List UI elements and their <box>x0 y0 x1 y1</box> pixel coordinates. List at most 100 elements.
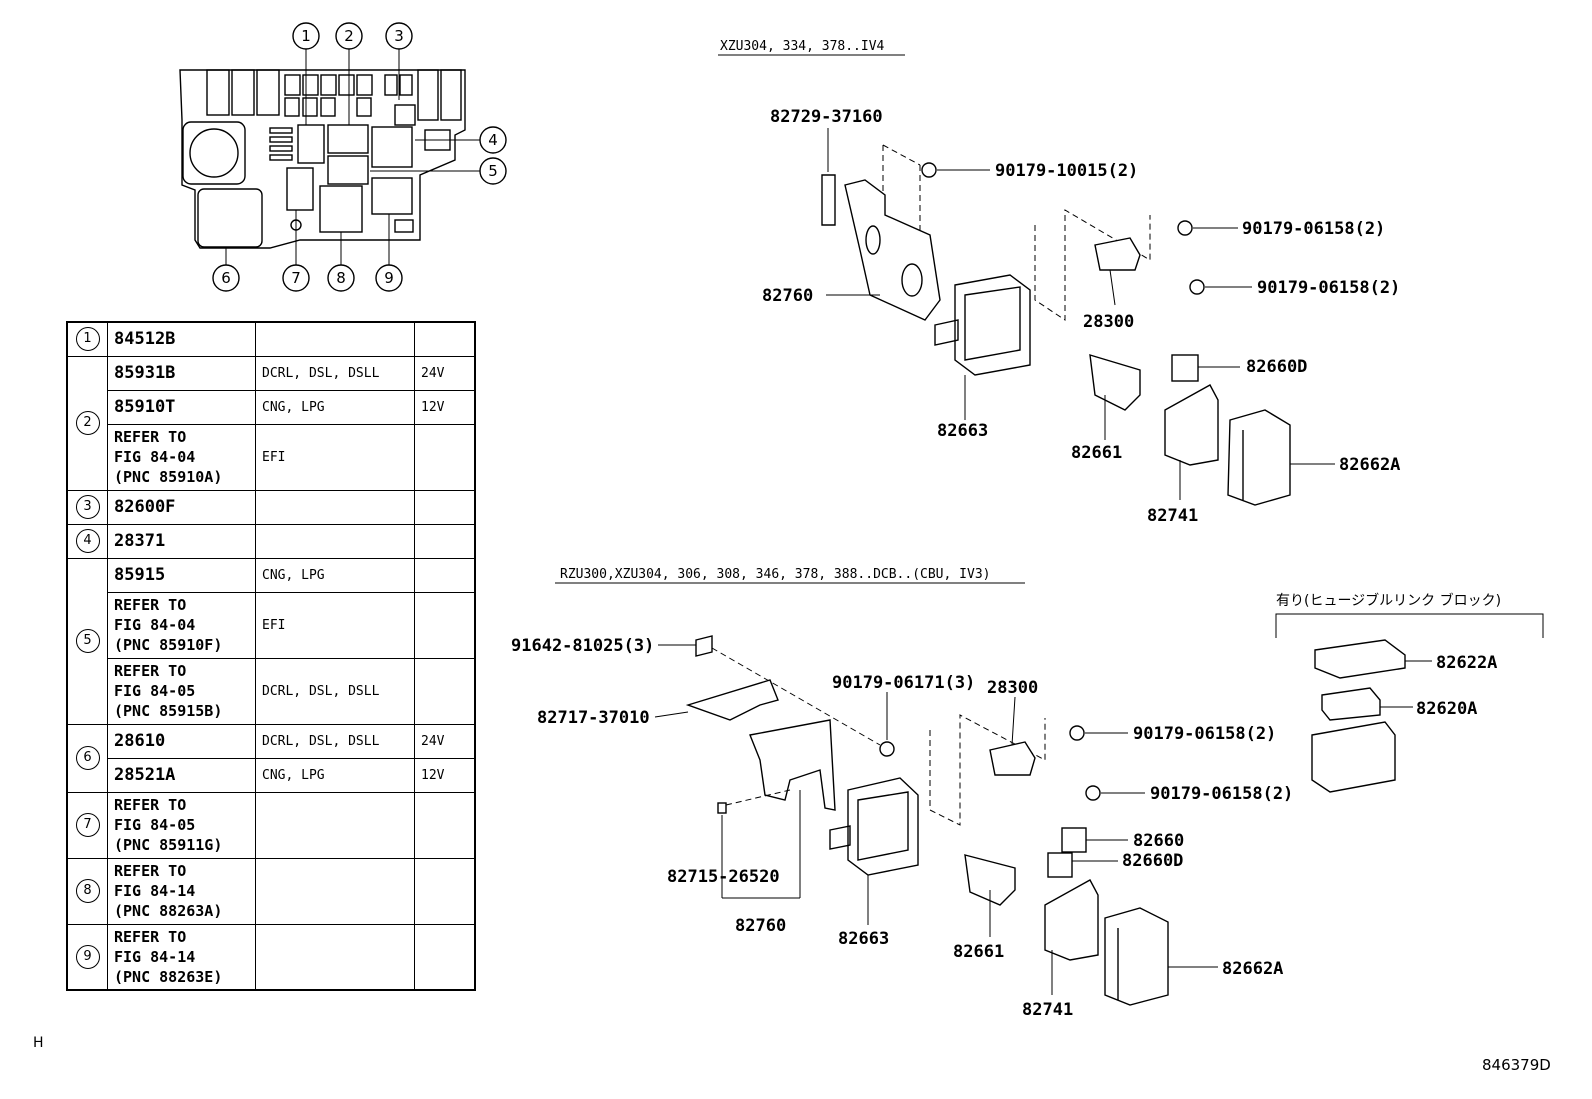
ref-number-cell: 8 <box>66 857 108 925</box>
voltage-cell: 24V <box>414 355 476 391</box>
ref-number: 4 <box>75 529 100 553</box>
label-82662A-lower: 82662A <box>1222 959 1283 979</box>
part-number: REFER TO FIG 84-04 (PNC 85910A) <box>114 428 223 486</box>
fusible-link-block: 有り(ヒュージブルリンク ブロック) 82622A 82620A <box>1275 592 1544 793</box>
callout-3: 3 <box>394 27 404 45</box>
ref-number: 7 <box>75 813 100 837</box>
table-row: 9 REFER TO FIG 84-14 (PNC 88263E) <box>66 923 476 991</box>
part-number: 85910T <box>114 397 176 417</box>
label-28300: 28300 <box>1083 312 1134 332</box>
callout-7: 7 <box>291 269 301 287</box>
ref-number: 2 <box>75 411 100 435</box>
label-82661: 82661 <box>1071 443 1122 463</box>
part-number: REFER TO FIG 84-05 (PNC 85915B) <box>114 662 223 720</box>
spec-cell: EFI <box>255 423 415 491</box>
ref-number-cell: 4 <box>66 523 108 559</box>
voltage-cell <box>414 591 476 659</box>
table-row: REFER TO FIG 84-04 (PNC 85910F)EFI <box>67 591 476 659</box>
part-number: 28521A <box>114 765 176 785</box>
label-82741-lower: 82741 <box>1022 1000 1073 1020</box>
table-row: REFER TO FIG 84-05 (PNC 85915B) DCRL, DSL… <box>67 657 476 725</box>
callout-1: 1 <box>301 27 311 45</box>
table-row: 5 85915 CNG, LPG <box>66 557 476 725</box>
part-number-cell: 85915 <box>107 557 256 593</box>
part-number-cell: 84512B <box>107 321 256 357</box>
voltage-cell <box>414 791 476 859</box>
label-82715-26520: 82715-26520 <box>667 867 780 887</box>
ref-number-cell: 5 <box>66 557 108 725</box>
voltage-cell <box>414 523 476 559</box>
part-number-cell: 85910T <box>107 389 256 425</box>
voltage-cell <box>414 857 476 925</box>
top-assembly-header: XZU304, 334, 378..IV4 <box>720 39 885 54</box>
label-82663: 82663 <box>937 421 988 441</box>
label-82620A: 82620A <box>1416 699 1477 719</box>
voltage-cell <box>414 321 476 357</box>
voltage-cell <box>414 423 476 491</box>
callout-9: 9 <box>384 269 394 287</box>
label-82661-lower: 82661 <box>953 942 1004 962</box>
part-number: REFER TO FIG 84-14 (PNC 88263A) <box>114 862 223 920</box>
ref-number: 9 <box>75 944 100 969</box>
part-number-cell: REFER TO FIG 84-05 (PNC 85915B) <box>107 657 256 725</box>
spec-cell <box>255 489 415 525</box>
table-row: REFER TO FIG 84-04 (PNC 85910A) EFI <box>67 423 476 491</box>
spec-cell <box>255 857 415 925</box>
part-number: 85915 <box>114 565 166 585</box>
label-82662A: 82662A <box>1339 455 1400 475</box>
part-number-cell: REFER TO FIG 84-04 (PNC 85910F) <box>107 591 256 659</box>
spec-cell: DCRL, DSL, DSLL <box>255 723 415 759</box>
voltage-cell <box>414 557 476 593</box>
table-row: 7 REFER TO FIG 84-05 (PNC 85911G) <box>66 791 476 859</box>
spec-cell: CNG, LPG <box>255 557 415 593</box>
label-82741: 82741 <box>1147 506 1198 526</box>
label-90179-06171: 90179-06171(3) <box>832 673 975 693</box>
voltage-cell <box>414 489 476 525</box>
label-90179-06158-d: 90179-06158(2) <box>1150 784 1293 804</box>
callout-4: 4 <box>488 131 498 149</box>
illustration-code: 846379D <box>1482 1056 1551 1074</box>
spec-cell: DCRL, DSL, DSLL <box>255 657 415 725</box>
part-number-cell: 28521A <box>107 757 256 793</box>
footer-left-mark: H <box>33 1035 44 1051</box>
voltage-cell <box>414 923 476 991</box>
spec-cell <box>255 791 415 859</box>
callout-8: 8 <box>336 269 346 287</box>
table-row: 4 28371 <box>66 523 476 559</box>
top-assembly: XZU304, 334, 378..IV4 <box>718 39 1400 526</box>
part-number: REFER TO FIG 84-14 (PNC 88263E) <box>114 927 223 986</box>
spec-cell: EFI <box>255 591 415 659</box>
label-82622A: 82622A <box>1436 653 1497 673</box>
voltage-cell <box>414 657 476 725</box>
part-number: REFER TO FIG 84-05 (PNC 85911G) <box>114 796 223 854</box>
part-number: 84512B <box>114 329 176 350</box>
part-number-cell: REFER TO FIG 84-14 (PNC 88263E) <box>107 923 256 991</box>
label-82729-37160: 82729-37160 <box>770 107 883 127</box>
label-91642-81025: 91642-81025(3) <box>511 636 654 656</box>
label-82660D: 82660D <box>1246 357 1307 377</box>
part-number-cell: REFER TO FIG 84-05 (PNC 85911G) <box>107 791 256 859</box>
label-90179-06158-b: 90179-06158(2) <box>1257 278 1400 298</box>
fusible-link-header: 有り(ヒュージブルリンク ブロック) <box>1276 592 1501 609</box>
bottom-assembly-header: RZU300,XZU304, 306, 308, 346, 378, 388..… <box>560 567 990 582</box>
label-90179-10015: 90179-10015(2) <box>995 161 1138 181</box>
spec-cell: CNG, LPG <box>255 757 415 793</box>
part-number-cell: 28371 <box>107 523 256 559</box>
part-number: 85931B <box>114 363 176 383</box>
ref-number-cell: 1 <box>66 321 108 357</box>
spec-cell <box>255 923 415 991</box>
ref-number: 1 <box>75 327 100 352</box>
voltage-cell: 12V <box>414 389 476 425</box>
ref-number-cell: 6 <box>66 723 108 793</box>
part-number-cell: 82600F <box>107 489 256 525</box>
ref-number-cell: 9 <box>66 923 108 991</box>
callout-5: 5 <box>488 162 498 180</box>
part-number: 82600F <box>114 497 176 517</box>
part-number: 28371 <box>114 531 166 551</box>
